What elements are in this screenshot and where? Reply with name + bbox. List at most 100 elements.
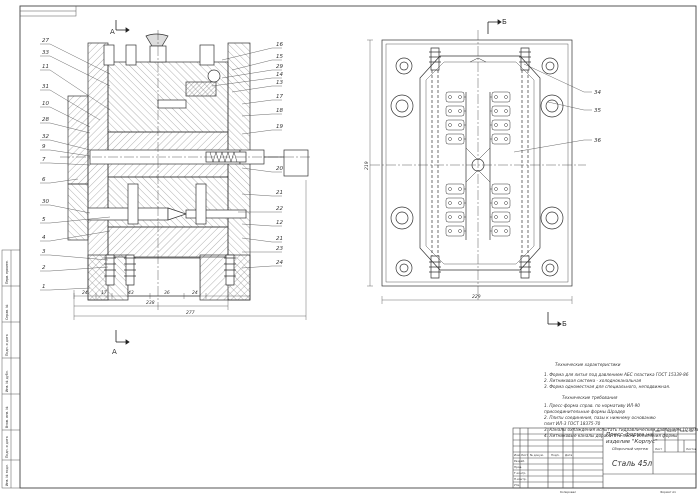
tb-cell: Разраб.: [514, 459, 525, 463]
plan-dim-width: 229: [472, 294, 481, 300]
title-block: [512, 427, 697, 489]
top-stamp-box: [19, 5, 77, 17]
notes-title-2: Технические требования: [562, 395, 618, 400]
callout-right: 17: [276, 94, 283, 100]
notes-line: 2. Плиты соединения, пазы к нижнему осно…: [544, 415, 656, 420]
notes-line: 4. Литниковые каналы доработать после ис…: [544, 433, 678, 438]
section-b-markers: [487, 19, 562, 327]
section-a-label-bottom: A: [112, 348, 117, 356]
callout-left: 6: [42, 177, 46, 183]
dim-label: 24: [82, 290, 88, 296]
strip-label-4: Инв. № дубл.: [5, 370, 9, 392]
notes-line: 3. Каналы охлаждения испытать гидравличе…: [544, 427, 699, 432]
section-b-label-bottom: Б: [562, 320, 567, 328]
plan-fitting-top-right: [519, 47, 531, 71]
section-a-markers: [115, 20, 130, 345]
plan-callout-leaders: [513, 63, 592, 153]
top-pillar-left: [103, 44, 115, 66]
plan-view: [370, 30, 586, 300]
tb-cell: Лит.: [655, 429, 662, 433]
tb-cell: Дата: [565, 453, 573, 457]
left-strip-labels: Перв. примен. Справ. № Подп. и дата Инв.…: [5, 260, 9, 486]
strip-label-6: Подп. и дата: [5, 436, 9, 458]
tb-cell: Н.контр.: [514, 477, 527, 481]
callout-left: 32: [42, 134, 49, 140]
tb-cell: Лист: [521, 453, 528, 457]
notes-line: присоединительные формы Шрадер: [544, 409, 626, 414]
dim-label: 17: [101, 290, 107, 296]
callout-right: 21: [276, 236, 283, 242]
plan-dim-height: 219: [364, 161, 370, 170]
left-callouts: 27 33 11 31 10 28 32 9 7 6 30 5 4 3 2 1: [42, 38, 49, 290]
callout-left: 31: [42, 84, 49, 90]
tb-cell: Масса: [667, 429, 676, 433]
title-block-text: Пресс-форма на изделие "Корпус" Сборочны…: [513, 429, 697, 494]
notes-line: плит ИЛ-3 ГОСТ 18375-70: [544, 421, 601, 426]
cooling-channel-mid: [157, 99, 187, 109]
material: Сталь 45л: [612, 459, 652, 468]
drawing-name-2: изделие "Корпус": [606, 439, 658, 445]
callout-left: 28: [42, 117, 49, 123]
callout-left: 5: [42, 217, 46, 223]
dim-label: 24: [192, 290, 198, 296]
top-pillar-3: [199, 44, 215, 66]
bottom-gap: [127, 257, 201, 297]
callout-right: 29: [276, 64, 283, 70]
callout-left: 10: [42, 101, 49, 107]
left-dimensions: [73, 180, 307, 320]
tb-cell: Масштаб: [680, 429, 694, 433]
plan-corner-bolts: [390, 57, 564, 277]
right-callouts: 16 15 29 14 13 17 18 19 20 21 22 12 21 2…: [276, 42, 283, 266]
strip-label-5: Взам. инв. №: [5, 406, 9, 428]
plan-callout: 36: [594, 138, 601, 144]
lower-pin-right: [185, 209, 247, 219]
callout-left: 2: [42, 265, 46, 271]
tb-cell: Копировал: [560, 490, 576, 494]
wing-nut: [145, 33, 169, 47]
section-b-label-top: Б: [502, 18, 507, 26]
dim-label: 238: [146, 300, 155, 306]
strip-label-2: Справ. №: [5, 304, 9, 320]
left-dim-labels: 24 17 43 36 24 238 277: [82, 290, 198, 316]
cooling-channel-top: [185, 81, 217, 97]
callout-right: 13: [276, 80, 283, 86]
plan-sprue: [471, 158, 485, 172]
strip-label-3: Подп. и дата: [5, 334, 9, 356]
plan-callout: 34: [594, 90, 601, 96]
notes-line: 2. Литниковая система - холодноканальная: [544, 378, 642, 383]
plan-callout: 35: [594, 108, 601, 114]
tb-cell: Пров.: [514, 465, 522, 469]
dim-label: 43: [128, 290, 134, 296]
callout-left: 27: [42, 38, 49, 44]
tb-cell: № докум.: [530, 453, 544, 457]
callout-right: 23: [276, 246, 283, 252]
plan-fitting-top-left: [429, 47, 441, 71]
callout-right: 22: [276, 206, 283, 212]
dim-label: 277: [186, 310, 195, 316]
callout-right: 20: [276, 166, 283, 172]
plan-cavities: [445, 91, 511, 237]
plan-outer-plate: [381, 39, 573, 287]
plan-callouts: 34 35 36: [594, 90, 601, 144]
left-binding-strip: [1, 249, 21, 489]
tb-cell: Листов: [686, 447, 697, 451]
fitting-right: [224, 254, 236, 286]
callout-right: 18: [276, 108, 283, 114]
callout-right: 12: [276, 220, 283, 226]
callout-right: 19: [276, 124, 283, 130]
plan-fitting-bottom-left: [429, 255, 441, 279]
callout-left: 11: [42, 64, 49, 70]
plan-insert-outline: [419, 55, 541, 271]
plan-inner-frame: [385, 43, 569, 283]
drawing-name-3: Сборочный чертеж: [612, 447, 649, 451]
plan-fitting-bottom-right: [519, 255, 531, 279]
notes-title-1: Технические характеристики: [555, 362, 621, 367]
nozzle-block: [283, 149, 309, 177]
callout-right: 16: [276, 42, 283, 48]
cavity-plate: [107, 61, 229, 133]
notes-block: Технические характеристики 1. Форма для …: [544, 362, 699, 438]
notes-line: 3. Форма одноместная для специального, н…: [544, 384, 670, 389]
notes-line: 1. Форма для литья под давлением АБС пла…: [544, 372, 689, 377]
section-a-label-top: A: [110, 28, 115, 36]
